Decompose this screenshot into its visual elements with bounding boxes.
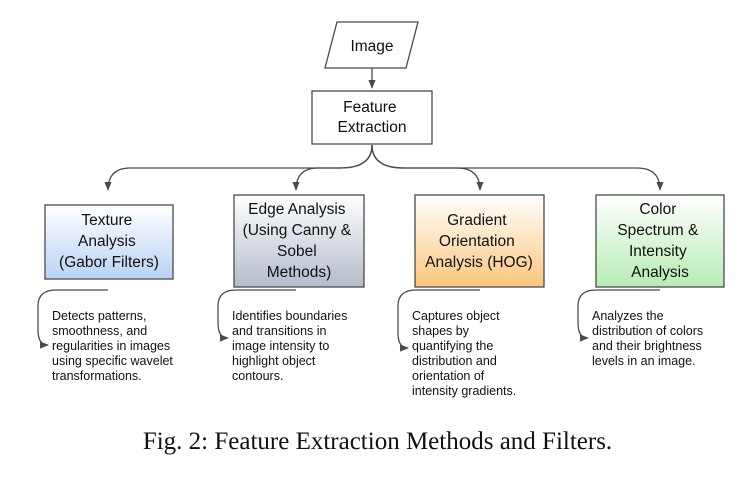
node-texture-shape: [44, 204, 174, 280]
desc-edge-line-4: highlight object: [232, 354, 316, 368]
connector-feature-color: [371, 144, 664, 191]
desc-edge-line-5: contours.: [232, 369, 283, 383]
node-image-label: Image: [350, 38, 393, 55]
node-image-shape: [324, 21, 419, 69]
desc-texture: Detects patterns, smoothness, and regula…: [52, 309, 176, 383]
desc-color-line-4: levels in an image.: [592, 354, 696, 368]
node-texture-analysis: Texture Analysis (Gabor Filters): [44, 204, 174, 280]
node-edge-line-2: (Using Canny &: [243, 222, 352, 239]
desc-gradient-line-1: Captures object: [412, 309, 500, 323]
node-edge-label: Edge Analysis (Using Canny & Sobel Metho…: [243, 201, 356, 281]
node-image: Image: [324, 21, 419, 69]
desc-edge-line-2: and transitions in: [232, 324, 327, 338]
node-gradient-line-3: Analysis (HOG): [425, 254, 533, 271]
connector-edge-desc: [217, 289, 296, 342]
node-color-line-4: Analysis: [631, 264, 689, 281]
node-feature-line-2: Extraction: [338, 119, 407, 136]
desc-texture-line-3: regularities in images: [52, 339, 170, 353]
node-texture-line-3: (Gabor Filters): [59, 254, 159, 271]
desc-gradient-line-2: shapes by: [412, 324, 470, 338]
connector-feature-edge: [292, 144, 373, 191]
node-color-line-3: Intensity: [629, 243, 687, 260]
connector-color-desc: [577, 289, 660, 342]
node-gradient-line-1: Gradient: [447, 212, 507, 229]
node-texture-line-2: Analysis: [78, 233, 136, 250]
desc-edge-line-3: image intensity to: [232, 339, 329, 353]
node-edge-shape: [233, 194, 365, 288]
node-edge-line-4: Methods): [267, 264, 332, 281]
desc-texture-line-2: smoothness, and: [52, 324, 147, 338]
desc-gradient-line-4: distribution and: [412, 354, 497, 368]
node-feature-label: Feature Extraction: [338, 99, 407, 136]
node-gradient-shape: [414, 194, 545, 288]
node-gradient-analysis: Gradient Orientation Analysis (HOG): [414, 194, 545, 288]
desc-color: Analyzes the distribution of colors and …: [592, 309, 707, 368]
node-color-analysis: Color Spectrum & Intensity Analysis: [595, 194, 725, 288]
desc-gradient-line-6: intensity gradients.: [412, 384, 516, 398]
node-edge-analysis: Edge Analysis (Using Canny & Sobel Metho…: [233, 194, 365, 288]
desc-edge-line-1: Identifies boundaries: [232, 309, 347, 323]
node-feature-shape: [311, 90, 433, 145]
desc-texture-line-1: Detects patterns,: [52, 309, 147, 323]
node-image-line: Image: [350, 38, 393, 55]
desc-color-line-1: Analyzes the: [592, 309, 664, 323]
desc-color-line-3: and their brightness: [592, 339, 702, 353]
node-texture-line-1: Texture: [81, 212, 132, 229]
desc-texture-line-4: using specific wavelet: [52, 354, 173, 368]
node-color-line-2: Spectrum &: [617, 222, 699, 239]
flowchart-diagram: Image Feature Extraction Texture Analysi…: [37, 21, 725, 398]
desc-gradient-line-3: quantifying the: [412, 339, 493, 353]
figure-caption: Fig. 2: Feature Extraction Methods and F…: [142, 428, 613, 455]
connector-texture-desc: [37, 289, 108, 349]
node-feature-extraction: Feature Extraction: [311, 90, 433, 145]
node-texture-label: Texture Analysis (Gabor Filters): [59, 212, 159, 271]
desc-gradient-line-5: orientation of: [412, 369, 485, 383]
node-edge-line-3: Sobel: [277, 243, 317, 260]
node-edge-line-1: Edge Analysis: [248, 201, 346, 218]
node-gradient-line-2: Orientation: [439, 233, 515, 250]
node-color-shape: [595, 194, 725, 288]
connectors: [37, 68, 664, 352]
node-color-label: Color Spectrum & Intensity Analysis: [617, 201, 702, 281]
node-color-line-1: Color: [639, 201, 676, 218]
desc-edge: Identifies boundaries and transitions in…: [232, 309, 351, 383]
node-gradient-label: Gradient Orientation Analysis (HOG): [425, 212, 533, 271]
desc-texture-line-5: transformations.: [52, 369, 142, 383]
node-feature-line-1: Feature: [343, 99, 396, 116]
desc-color-line-2: distribution of colors: [592, 324, 703, 338]
connector-gradient-desc: [397, 289, 480, 352]
desc-gradient: Captures object shapes by quantifying th…: [412, 309, 516, 398]
